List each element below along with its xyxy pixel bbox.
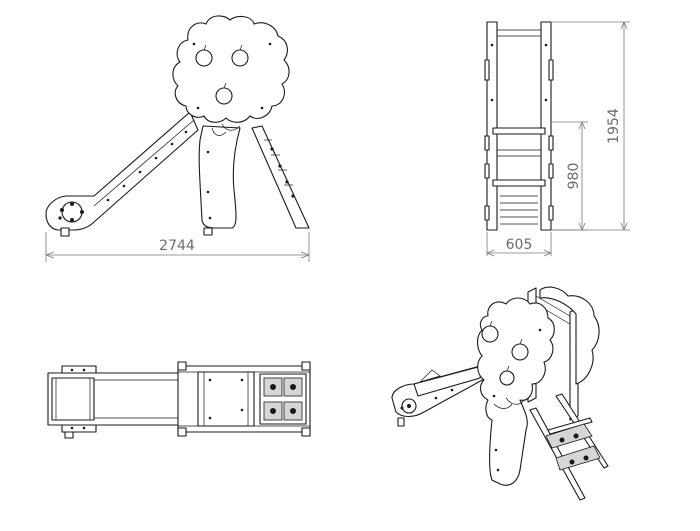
dimension-label-platform-height: 980 <box>566 163 582 190</box>
dimension-total-height: 1954 <box>551 21 630 231</box>
slide-side <box>45 111 199 237</box>
plan-ladder-steps <box>259 373 307 425</box>
plan-slide <box>47 365 199 439</box>
plan-view <box>47 361 311 439</box>
iso-tree-panel <box>476 297 555 486</box>
dimension-label-total-height: 1954 <box>606 108 622 144</box>
dimension-label-total-length: 2744 <box>159 238 195 254</box>
dimension-total-width: 605 <box>486 232 552 257</box>
dimension-platform-height: 980 <box>551 121 588 231</box>
iso-slide <box>391 365 487 427</box>
side-elevation-view: 2744 <box>45 15 310 262</box>
dimension-label-total-width: 605 <box>506 237 533 253</box>
ladder-side <box>251 125 310 229</box>
tree-crown-side <box>172 15 290 123</box>
dimension-total-length: 2744 <box>45 232 310 262</box>
isometric-view <box>391 286 609 501</box>
tree-trunk-side <box>198 123 241 236</box>
end-frame <box>484 21 554 231</box>
end-elevation-view: 605 980 1954 <box>484 21 630 257</box>
iso-ladder <box>529 393 609 501</box>
